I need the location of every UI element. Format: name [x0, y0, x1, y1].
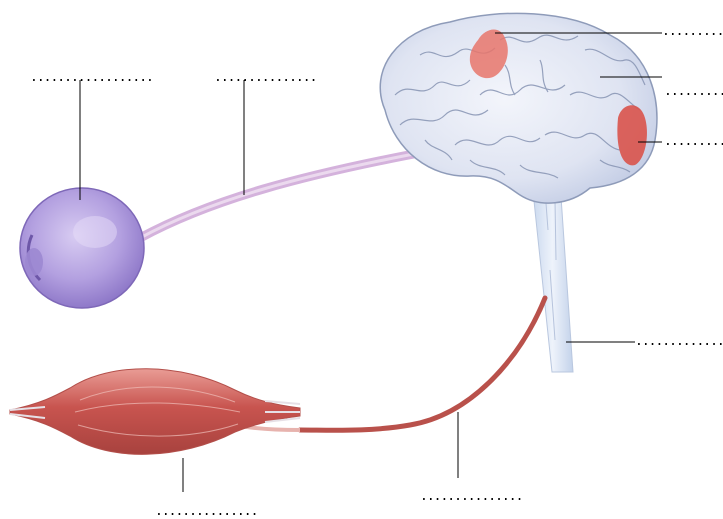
eye-label: ..................: [30, 70, 153, 85]
brain: [380, 13, 657, 203]
muscle: [10, 369, 300, 455]
spinal-cord-label: ...............: [635, 334, 723, 349]
muscle-label: ...............: [155, 504, 257, 519]
eye: [20, 188, 144, 308]
spinal-cord: [532, 182, 573, 372]
optic-nerve: [140, 150, 435, 238]
visual-area-label: ...............: [664, 134, 723, 149]
motor-nerve-label: ...............: [420, 489, 522, 504]
brain-label: ...............: [664, 84, 723, 99]
optic-nerve-label: ...............: [214, 70, 316, 85]
motor-area-label: ................: [662, 24, 723, 39]
motor-nerve: [300, 298, 545, 430]
